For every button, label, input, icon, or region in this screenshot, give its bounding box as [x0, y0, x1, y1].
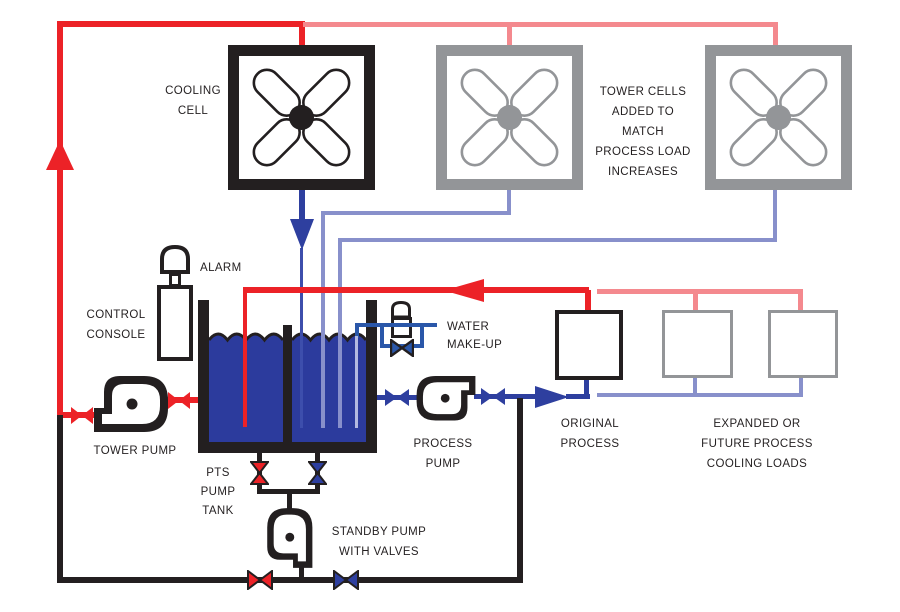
tank-divider-wall [283, 325, 292, 445]
makeup-float-dome-icon [391, 300, 411, 319]
future-box1-cold-branch [693, 378, 697, 395]
valve-tower-suction [71, 407, 93, 424]
fan-icon [729, 68, 828, 167]
process-pump-symbol [416, 375, 476, 421]
makeup-tank-dip-pipe [355, 336, 358, 428]
tower-pump-suction-line [60, 412, 105, 418]
valve-tower-discharge [168, 392, 190, 409]
valve-makeup [390, 339, 414, 357]
future-hot-top-line [303, 22, 778, 27]
control-console-body [157, 285, 193, 361]
arrow-hot-return-left [444, 279, 484, 302]
cell2-return-line [321, 211, 511, 215]
label-alarm: ALARM [200, 262, 242, 274]
cell2-outlet-line [507, 190, 511, 215]
original-process-box [555, 310, 623, 380]
makeup-loop-right-leg [420, 325, 424, 347]
hot-riser-left-line [57, 21, 63, 419]
alarm-beacon-icon [160, 244, 190, 274]
tower-pump-symbol [94, 376, 168, 432]
original-process-hot-riser [585, 290, 591, 312]
tank-left-wall [198, 300, 209, 453]
future-box1-hot-branch [693, 292, 698, 311]
arrow-cell1-down [290, 219, 314, 250]
makeup-loop-left-leg [380, 325, 384, 347]
original-process-cold-riser [584, 378, 589, 398]
process-pump-discharge-line [474, 394, 540, 399]
standby-loop-right-line [517, 398, 523, 583]
hot-supply-top-line [57, 21, 305, 27]
standby-loop-bottom-line [57, 577, 523, 583]
hot-return-dip-pipe [243, 290, 247, 427]
makeup-loop-bottom [380, 344, 424, 348]
cell3-outlet-line [773, 190, 777, 242]
makeup-float-box [391, 317, 412, 338]
fan-icon [252, 68, 351, 167]
future-process-box-1 [662, 310, 733, 378]
cell1-feed-line [299, 24, 305, 48]
cooling-cell-3 [705, 45, 852, 190]
cell3-feed-line [773, 24, 778, 47]
future-box2-hot-branch [798, 292, 803, 311]
valve-tank-drain-red [250, 461, 269, 485]
process-supply-stub [566, 394, 590, 399]
valve-tank-drain-blue [308, 461, 327, 485]
cell2-feed-line [507, 24, 512, 47]
future-process-box-2 [768, 310, 838, 378]
cell3-tank-dip-pipe [338, 238, 342, 428]
valve-standby-bottom-red [247, 570, 273, 590]
cell2-tank-dip-pipe [321, 211, 325, 428]
future-supply-line [597, 289, 803, 294]
arrow-process-supply-right [535, 386, 569, 408]
label-tower-pump: TOWER PUMP [93, 445, 177, 457]
standby-pump-suction-stub [287, 489, 292, 511]
valve-process-suction [385, 389, 409, 406]
makeup-tank-corner [355, 323, 359, 338]
tank-right-wall [366, 300, 377, 453]
standby-pump-symbol [267, 508, 313, 568]
cooling-cell-2 [436, 45, 583, 190]
cell1-tank-dip-pipe [300, 248, 303, 428]
cell1-outlet-line [299, 190, 305, 224]
hot-return-line [243, 287, 589, 293]
cell3-return-line [338, 238, 777, 242]
valve-standby-bottom-blue [333, 570, 359, 590]
future-box2-cold-branch [799, 378, 803, 395]
valve-process-discharge [481, 388, 505, 405]
standby-pump-discharge-stub [299, 562, 304, 580]
cooling-cell-1 [228, 45, 375, 190]
arrow-hot-riser-up [46, 140, 74, 170]
fan-icon [460, 68, 559, 167]
future-return-line [597, 393, 803, 397]
tank-bottom-wall [198, 442, 377, 453]
makeup-main-line [355, 323, 437, 327]
standby-loop-left-line [57, 415, 63, 583]
